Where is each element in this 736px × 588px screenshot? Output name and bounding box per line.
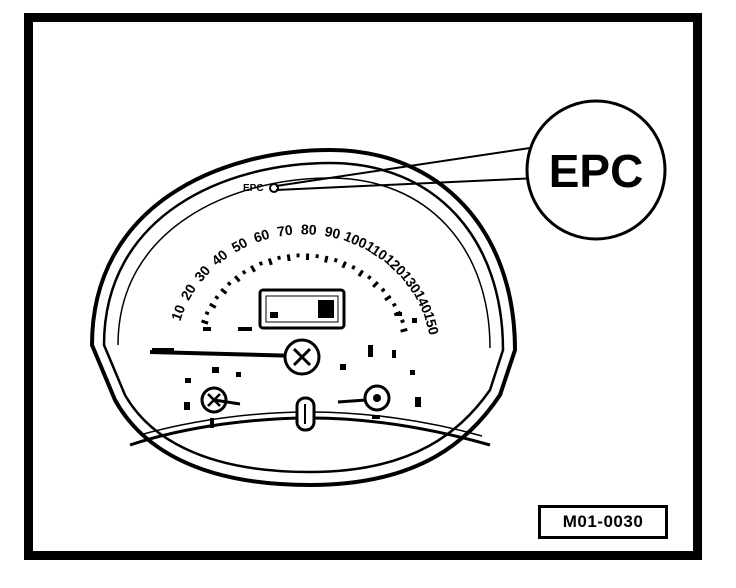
speed-tick [209,302,217,309]
fuel-gauge-needle [213,398,241,406]
speed-tick [366,275,372,280]
speedometer-needle [149,350,301,358]
speed-tick [315,254,319,259]
speed-label: 10 [168,302,188,322]
speed-tick [258,261,264,266]
temp-gauge-hub-center [373,394,381,402]
speed-label: 50 [229,234,251,256]
speed-label: 90 [323,223,342,242]
speed-tick [372,281,379,288]
speed-tick [391,302,397,308]
speed-tick [204,310,210,316]
speed-tick [351,264,356,270]
needle-hub-cross [292,347,312,367]
speed-tick [277,255,281,261]
speed-label: 40 [208,246,230,268]
speed-tick [324,255,329,263]
dial-detail-marks [152,312,417,353]
fuel-gauge-marks [184,367,241,428]
speed-label: 30 [191,262,213,284]
callout-leader-lower [275,177,539,191]
speed-tick [400,327,408,333]
speed-label: 70 [276,222,294,240]
cluster-housing-outer [89,147,518,488]
speed-tick [267,258,273,266]
speed-tick [233,275,241,283]
figure-reference-label: M01-0030 [538,505,668,539]
speed-tick [220,287,228,295]
speed-tick [241,269,247,275]
odometer-mark [270,312,278,318]
odometer-digits [318,300,334,318]
speed-tick [400,319,405,324]
callout-label: EPC [549,145,644,197]
speed-label: 150 [421,310,443,337]
epc-indicator-label: EPC [243,183,264,194]
speed-label: 80 [301,221,317,238]
temp-gauge-needle [337,398,367,404]
speed-tick [201,319,209,325]
speed-tick [286,254,291,262]
callout-leader-upper [275,147,531,187]
speed-label: 20 [177,281,199,303]
cluster-housing-inner [102,161,505,474]
speed-tick [380,287,386,293]
speed-tick [384,294,392,302]
callout-bubble [525,99,667,241]
temp-gauge-marks [340,345,421,419]
speed-tick [357,269,364,277]
speed-label: 60 [252,226,272,246]
speed-tick [250,265,256,273]
speed-tick [333,257,338,263]
speed-tick [226,281,232,287]
speed-scale-ticks [201,253,408,333]
speed-tick [341,261,347,269]
odometer-display-window [265,295,339,323]
speed-tick [214,295,220,300]
odometer-display [258,288,346,330]
